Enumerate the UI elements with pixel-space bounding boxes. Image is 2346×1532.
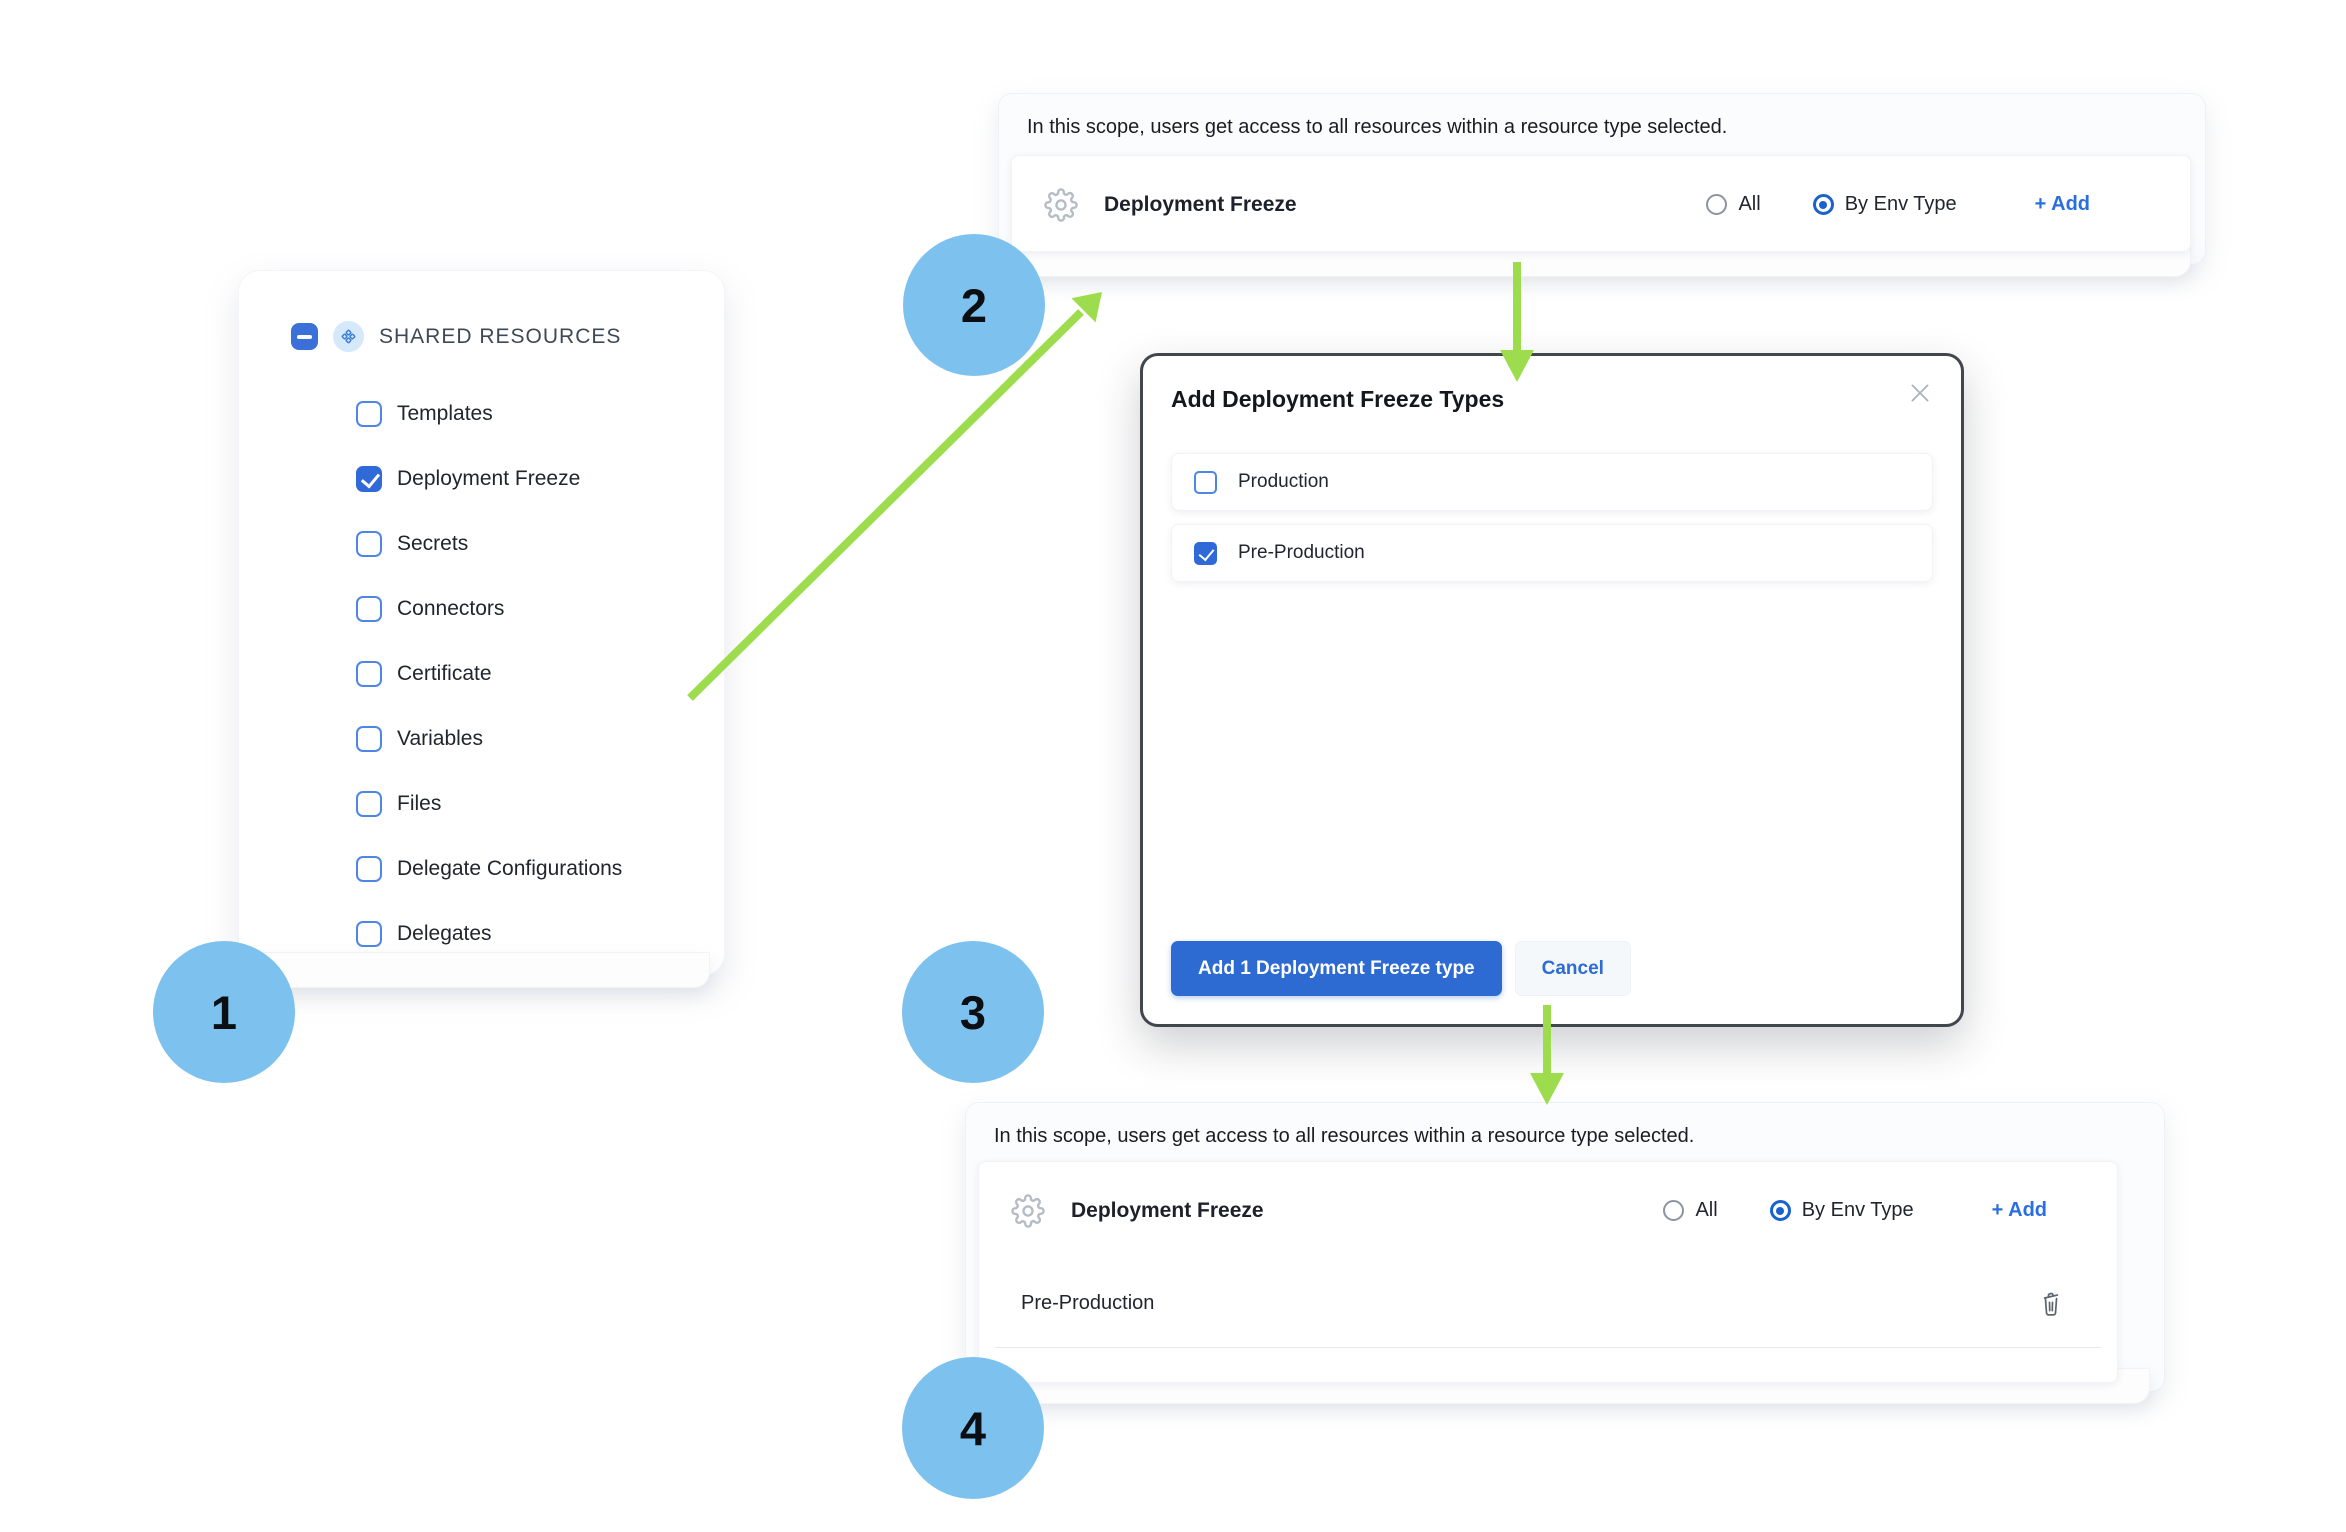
row-divider [995,1347,2101,1348]
scope-panel-bottom: In this scope, users get access to all r… [965,1102,2165,1404]
option-production[interactable]: Production [1171,453,1933,511]
radio-label: By Env Type [1844,193,1957,215]
add-link[interactable]: + Add [2034,193,2090,215]
all-radio[interactable] [1706,194,1728,215]
step-badge-2: 2 [903,234,1045,376]
resource-item-label: Deployment Freeze [397,466,581,490]
resource-item-secrets[interactable]: Secrets [356,511,724,576]
radio-label: By Env Type [1801,1199,1914,1221]
pre-production-checkbox[interactable] [1194,541,1217,565]
secrets-checkbox[interactable] [356,530,382,557]
step-badge-3: 3 [902,941,1044,1083]
files-checkbox[interactable] [356,790,382,817]
scope-description: In this scope, users get access to all r… [994,1125,1695,1147]
resource-item-variables[interactable]: Variables [356,706,724,771]
radio-option-all[interactable]: All [1706,193,1761,216]
radio-label: All [1738,193,1761,215]
collapse-minus-button[interactable] [291,323,318,350]
templates-checkbox[interactable] [356,400,382,427]
deployment-freeze-row: Deployment Freeze All By Env Type + Add [979,1162,2117,1259]
resource-name: Deployment Freeze [1104,192,1297,216]
shared-resources-title: SHARED RESOURCES [379,324,622,348]
shared-resources-header: SHARED RESOURCES [239,271,724,352]
resource-item-label: Delegates [397,921,492,945]
option-label: Pre-Production [1238,542,1365,563]
arrow-step1-to-step2 [687,292,1102,701]
shared-resources-icon [333,321,364,352]
production-checkbox[interactable] [1194,470,1217,494]
by-env-type-radio[interactable] [1769,1200,1791,1221]
selected-type-label: Pre-Production [1021,1291,1155,1314]
radio-option-all[interactable]: All [1663,1199,1718,1222]
step-badge-1: 1 [153,941,295,1083]
shared-resources-panel: SHARED RESOURCES Templates Deployment Fr… [238,270,725,988]
freeze-type-options: Production Pre-Production [1171,453,1933,582]
add-freeze-type-button[interactable]: Add 1 Deployment Freeze type [1171,941,1502,996]
delegate-configurations-checkbox[interactable] [356,855,382,882]
resource-item-files[interactable]: Files [356,771,724,836]
all-radio[interactable] [1663,1200,1685,1221]
resource-type-card: Deployment Freeze All By Env Type + Add [1011,155,2191,252]
radio-option-by-env-type[interactable]: By Env Type [1812,193,1957,216]
resource-item-delegate-configurations[interactable]: Delegate Configurations [356,836,724,901]
step-badge-4: 4 [902,1357,1044,1499]
gear-icon [1011,1193,1045,1228]
radio-label: All [1695,1199,1718,1221]
modal-title: Add Deployment Freeze Types [1171,386,1505,412]
option-pre-production[interactable]: Pre-Production [1171,524,1933,582]
modal-footer: Add 1 Deployment Freeze type Cancel [1171,941,1631,996]
resource-item-label: Connectors [397,596,505,620]
cancel-button[interactable]: Cancel [1514,941,1631,996]
resource-item-templates[interactable]: Templates [356,381,724,446]
resource-item-connectors[interactable]: Connectors [356,576,724,641]
resource-item-label: Variables [397,726,483,750]
add-deployment-freeze-types-modal: Add Deployment Freeze Types Production P… [1140,353,1964,1027]
trash-icon[interactable] [2037,1288,2065,1318]
resource-item-deployment-freeze[interactable]: Deployment Freeze [356,446,724,511]
resource-item-label: Delegate Configurations [397,856,623,880]
selected-type-row: Pre-Production [979,1259,2117,1347]
resource-item-label: Secrets [397,531,469,555]
delegates-checkbox[interactable] [356,920,382,947]
close-icon[interactable] [1907,380,1933,406]
connectors-checkbox[interactable] [356,595,382,622]
resource-item-certificate[interactable]: Certificate [356,641,724,706]
scope-description: In this scope, users get access to all r… [1027,116,1728,138]
resource-item-label: Templates [397,401,493,425]
scope-panel-top: In this scope, users get access to all r… [998,93,2206,277]
resource-item-delegates[interactable]: Delegates [356,901,724,966]
certificate-checkbox[interactable] [356,660,382,687]
variables-checkbox[interactable] [356,725,382,752]
add-link[interactable]: + Add [1991,1199,2047,1221]
resource-type-list: Templates Deployment Freeze Secrets Conn… [239,381,724,966]
resource-name: Deployment Freeze [1071,1198,1264,1222]
radio-option-by-env-type[interactable]: By Env Type [1769,1199,1914,1222]
resource-item-label: Files [397,791,442,815]
resource-item-label: Certificate [397,661,492,685]
deployment-freeze-checkbox[interactable] [356,465,382,492]
deployment-freeze-row: Deployment Freeze All By Env Type + Add [1012,156,2190,253]
resource-type-card: Deployment Freeze All By Env Type + Add … [978,1161,2118,1383]
option-label: Production [1238,471,1329,492]
by-env-type-radio[interactable] [1812,194,1834,215]
gear-icon [1044,187,1078,222]
